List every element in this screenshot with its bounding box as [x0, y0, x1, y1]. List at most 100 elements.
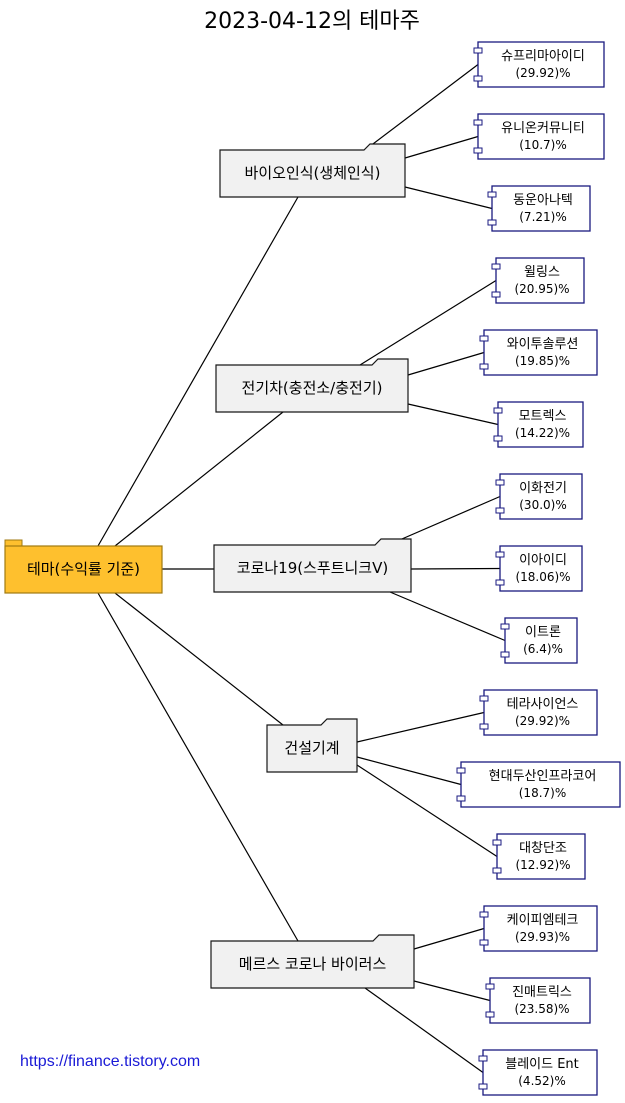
component-port-icon	[485, 983, 495, 990]
component-port-icon	[495, 579, 505, 586]
stock-box	[495, 257, 585, 304]
stock-name: 이트론	[525, 625, 561, 640]
component-port-icon	[495, 507, 505, 514]
stock-node: 동운아나텍(7.21)%	[487, 185, 591, 232]
stock-return: (30.0)%	[519, 498, 566, 512]
theme-label: 전기차(충전소/충전기)	[242, 379, 383, 397]
stock-name: 테라사이언스	[507, 697, 579, 712]
stock-return: (18.7)%	[519, 786, 566, 800]
theme-label: 코로나19(스푸트니크V)	[237, 559, 388, 577]
stock-name: 유니온커뮤니티	[501, 121, 585, 136]
theme-node: 메르스 코로나 바이러스	[210, 934, 415, 989]
stock-return: (23.58)%	[514, 1002, 569, 1016]
stock-node: 윌링스(20.95)%	[491, 257, 585, 304]
component-port-icon	[479, 363, 489, 370]
edge-theme-stock	[356, 764, 498, 858]
component-port-icon	[479, 723, 489, 730]
component-port-icon	[495, 551, 505, 558]
theme-node: 코로나19(스푸트니크V)	[213, 538, 412, 593]
stock-node: 케이피엠테크 (29.93)%	[479, 905, 598, 952]
component-port-icon	[487, 219, 497, 226]
edge-theme-stock	[404, 135, 479, 159]
stock-box	[489, 977, 591, 1024]
component-port-icon	[479, 911, 489, 918]
stock-node: 이화전기 (30.0)%	[495, 473, 583, 520]
footer-link[interactable]: https://finance.tistory.com	[20, 1053, 201, 1070]
stock-name: 이아이디	[519, 553, 567, 568]
stock-node: 모트렉스(14.22)%	[493, 401, 584, 448]
component-port-icon	[479, 939, 489, 946]
component-port-icon	[492, 839, 502, 846]
stock-return: (10.7)%	[519, 138, 566, 152]
stock-box	[499, 545, 583, 592]
folder-shape	[210, 934, 415, 989]
stock-node: 이트론 (6.4)%	[500, 617, 578, 664]
stock-return: (29.93)%	[515, 930, 570, 944]
root-label: 테마(수익률 기준)	[27, 560, 140, 578]
stock-name: 케이피엠테크	[507, 913, 579, 928]
component-port-icon	[493, 407, 503, 414]
stock-return: (14.22)%	[515, 426, 570, 440]
stock-node: 블레이드 Ent(4.52)%	[478, 1049, 598, 1096]
stock-box	[483, 905, 598, 952]
stock-name: 진매트릭스	[512, 985, 572, 1000]
root-tab	[4, 539, 23, 547]
component-port-icon	[491, 291, 501, 298]
stock-box	[477, 113, 605, 160]
stock-name: 동운아나텍	[513, 193, 573, 208]
component-port-icon	[500, 623, 510, 630]
stock-node: 와이투솔루션(19.85)%	[479, 329, 598, 376]
stock-node: 대창단조(12.92)%	[492, 833, 586, 880]
stock-box	[491, 185, 591, 232]
stock-box	[499, 473, 583, 520]
folder-shape	[219, 143, 406, 198]
stock-box	[483, 689, 598, 736]
component-port-icon	[473, 119, 483, 126]
theme-node: 전기차(충전소/충전기)	[215, 358, 409, 413]
theme-node: 건설기계	[266, 718, 358, 773]
edge-root-theme	[114, 411, 284, 547]
stock-return: (6.4)%	[523, 642, 563, 656]
theme-label: 건설기계	[284, 739, 339, 757]
stock-name: 이화전기	[519, 481, 567, 496]
stock-node: 유니온커뮤니티 (10.7)%	[473, 113, 605, 160]
edge-theme-stock	[364, 64, 479, 151]
stock-return: (12.92)%	[515, 858, 570, 872]
nodes: 테마(수익률 기준) 바이오인식(생체인식) 슈프리마아이디(29.92)% 유니온커…	[4, 41, 621, 1096]
component-port-icon	[500, 651, 510, 658]
stock-box	[460, 761, 621, 808]
edge-theme-stock	[410, 567, 501, 570]
stock-node: 이아이디 (18.06)%	[495, 545, 583, 592]
theme-node: 바이오인식(생체인식)	[219, 143, 406, 198]
component-port-icon	[473, 147, 483, 154]
stock-box	[504, 617, 578, 664]
stock-return: (20.95)%	[514, 282, 569, 296]
edge-theme-stock	[413, 980, 491, 1002]
theme-label: 메르스 코로나 바이러스	[239, 955, 387, 973]
stock-node: 슈프리마아이디(29.92)%	[473, 41, 605, 88]
root-box	[4, 545, 163, 594]
stock-name: 슈프리마아이디	[501, 49, 585, 64]
stock-node: 현대두산인프라코어(18.7)%	[456, 761, 621, 808]
stock-name: 블레이드 Ent	[505, 1057, 579, 1072]
edge-root-theme	[97, 592, 299, 942]
component-port-icon	[479, 695, 489, 702]
stock-box	[497, 401, 584, 448]
stock-box	[482, 1049, 598, 1096]
folder-shape	[215, 358, 409, 413]
theme-label: 바이오인식(생체인식)	[245, 164, 381, 182]
root-node: 테마(수익률 기준)	[4, 539, 163, 594]
component-port-icon	[485, 1011, 495, 1018]
edge-root-theme	[97, 196, 299, 547]
component-port-icon	[478, 1083, 488, 1090]
edge-theme-stock	[404, 186, 493, 210]
edge-theme-stock	[389, 591, 506, 642]
component-port-icon	[495, 479, 505, 486]
edge-theme-stock	[413, 927, 485, 950]
edges	[97, 64, 506, 1073]
edge-theme-stock	[407, 403, 499, 426]
stock-return: (18.06)%	[515, 570, 570, 584]
component-port-icon	[478, 1055, 488, 1062]
folder-shape	[266, 718, 358, 773]
stock-box	[477, 41, 605, 88]
